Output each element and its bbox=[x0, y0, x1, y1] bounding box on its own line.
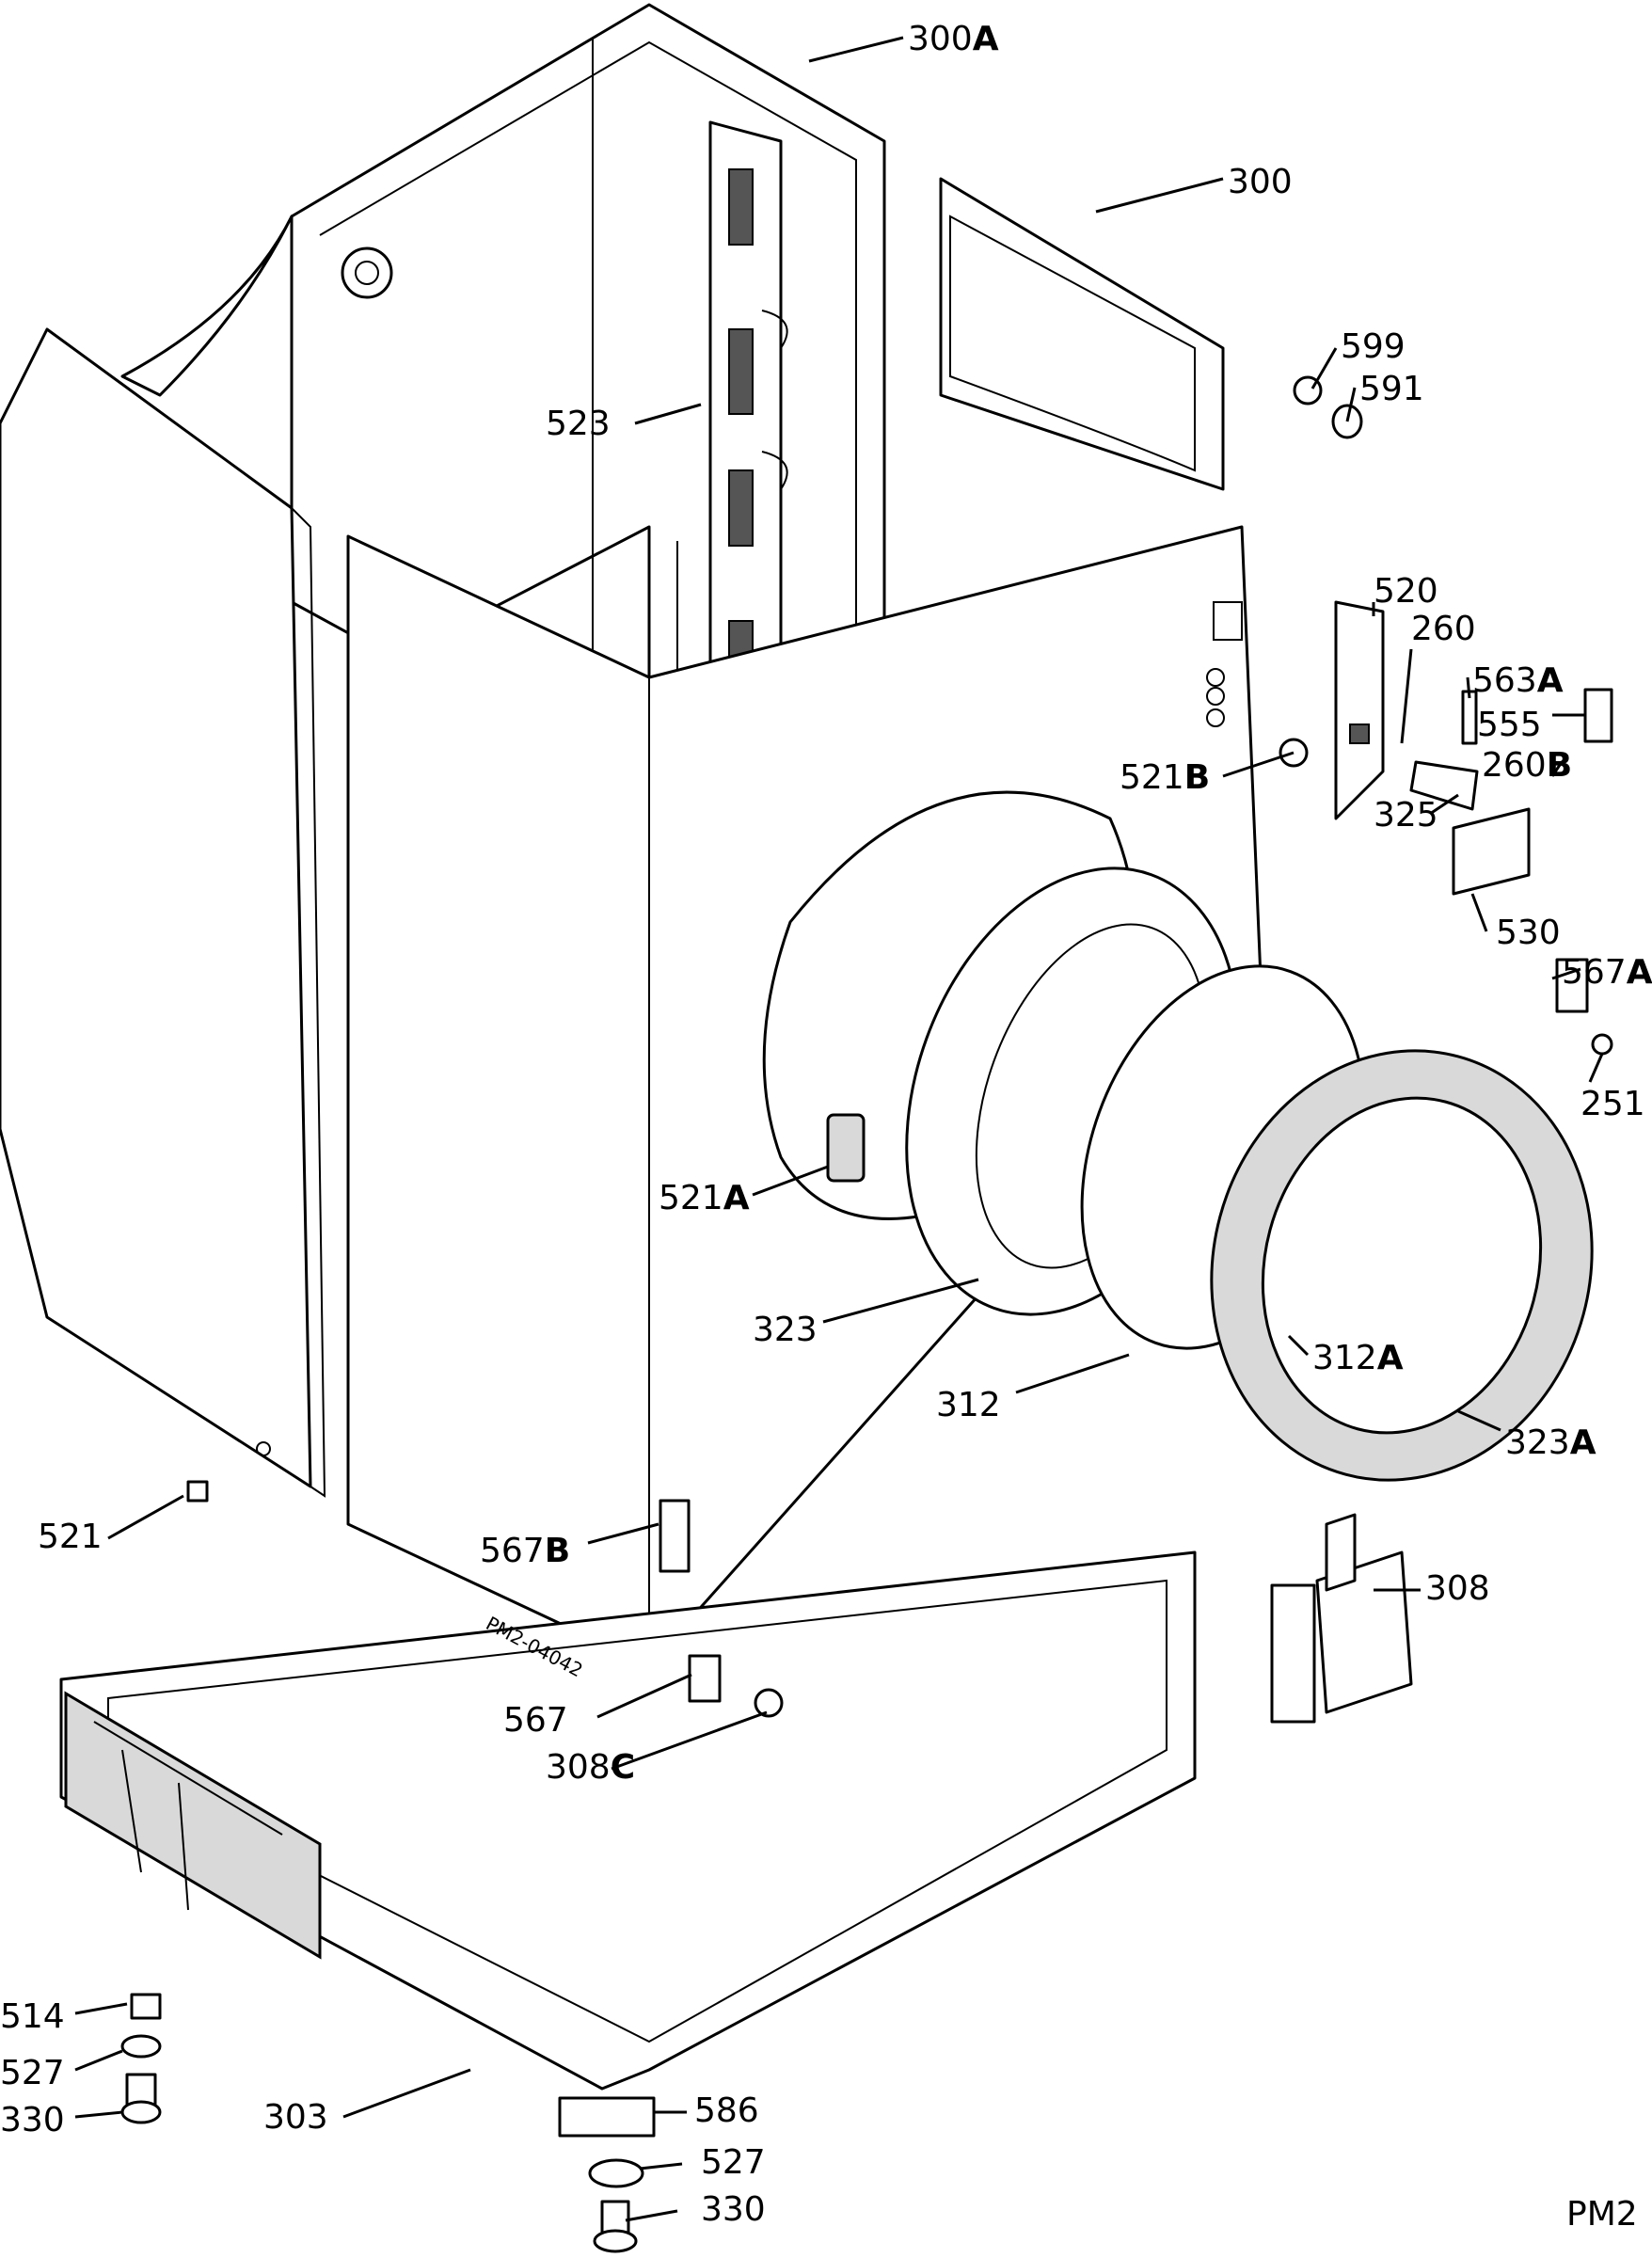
diagram-code: PM2 bbox=[1566, 2195, 1638, 2234]
label-527-left: 527 bbox=[0, 2054, 65, 2092]
label-555: 555 bbox=[1477, 706, 1542, 744]
door-lock-assembly bbox=[1279, 375, 1613, 1056]
label-308: 308 bbox=[1425, 1569, 1490, 1608]
label-300a: 300A bbox=[908, 20, 999, 58]
rear-panel-523 bbox=[708, 120, 788, 736]
label-303: 303 bbox=[263, 2098, 328, 2137]
label-312a: 312A bbox=[1312, 1339, 1404, 1377]
left-foot-parts bbox=[120, 1993, 162, 2124]
base-frame-303 bbox=[59, 1550, 1197, 2138]
label-523: 523 bbox=[546, 405, 611, 443]
label-330-right: 330 bbox=[701, 2190, 766, 2229]
side-frame-300 bbox=[939, 177, 1225, 491]
label-563a: 563A bbox=[1472, 661, 1564, 700]
door-hinge-308 bbox=[1270, 1513, 1413, 1724]
label-260b: 260B bbox=[1482, 746, 1572, 785]
label-567a: 567A bbox=[1562, 953, 1652, 992]
label-521a: 521A bbox=[659, 1179, 750, 1217]
label-330-left: 330 bbox=[0, 2101, 65, 2139]
label-599: 599 bbox=[1341, 327, 1406, 366]
callout-labels: 300A 300 599 591 523 520 260 563A 555 26… bbox=[0, 20, 1652, 2234]
front-small-parts bbox=[186, 1480, 691, 1573]
label-251: 251 bbox=[1581, 1085, 1645, 1123]
label-521: 521 bbox=[38, 1518, 103, 1556]
label-514: 514 bbox=[0, 1997, 65, 2036]
label-323: 323 bbox=[753, 1311, 818, 1349]
left-side-panel bbox=[0, 327, 326, 1498]
label-323a: 323A bbox=[1505, 1423, 1596, 1462]
label-567b: 567B bbox=[480, 1532, 570, 1570]
door-ring-323a bbox=[1210, 1049, 1594, 1482]
label-567: 567 bbox=[503, 1701, 568, 1740]
label-586: 586 bbox=[694, 2091, 759, 2130]
label-527-right: 527 bbox=[701, 2143, 766, 2182]
label-520: 520 bbox=[1374, 572, 1438, 611]
label-300: 300 bbox=[1228, 163, 1293, 201]
label-521b: 521B bbox=[1120, 758, 1210, 797]
leader-lines bbox=[74, 36, 1604, 2222]
label-312: 312 bbox=[936, 1386, 1001, 1424]
label-591: 591 bbox=[1359, 370, 1424, 408]
right-foot-parts bbox=[588, 2158, 644, 2253]
label-260: 260 bbox=[1411, 610, 1476, 648]
label-308c: 308C bbox=[546, 1748, 635, 1787]
label-325: 325 bbox=[1374, 796, 1438, 835]
label-530: 530 bbox=[1496, 914, 1561, 952]
